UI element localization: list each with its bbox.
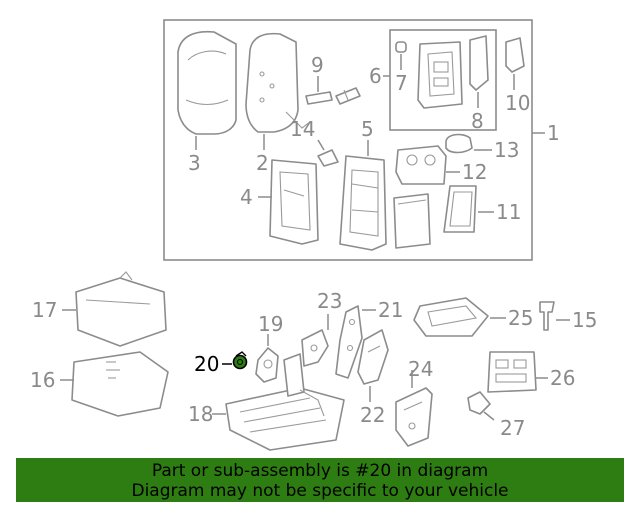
callout-label-5: 5 (361, 117, 374, 141)
callout-label-27: 27 (500, 416, 525, 440)
callout-label-18: 18 (188, 402, 213, 426)
seat-back-assembly-frame (163, 19, 533, 261)
callout-label-25: 25 (508, 306, 533, 330)
part-5-console-frame[interactable] (339, 155, 387, 251)
callout-label-22: 22 (360, 403, 385, 427)
callout-label-6: 6 (369, 64, 382, 88)
part-6-control-panel[interactable] (417, 41, 463, 109)
callout-label-1: 1 (547, 121, 560, 145)
part-15-sensor[interactable] (539, 301, 555, 331)
info-banner: Part or sub-assembly is #20 in diagram D… (16, 458, 624, 502)
part-4-seat-back-frame[interactable] (269, 159, 319, 245)
part-25-tray[interactable] (413, 297, 489, 337)
callout-label-24: 24 (408, 357, 433, 381)
part-8-trim-strip[interactable] (469, 35, 489, 91)
callout-label-8: 8 (471, 109, 484, 133)
callout-label-26: 26 (550, 366, 575, 390)
part-10-end-cap[interactable] (505, 37, 525, 73)
callout-label-10: 10 (505, 91, 530, 115)
callout-label-19: 19 (258, 312, 283, 336)
callout-label-23: 23 (317, 289, 342, 313)
part-9-bracket[interactable] (335, 87, 361, 105)
part-18-seat-frame[interactable] (225, 353, 345, 451)
callout-label-2: 2 (256, 151, 269, 175)
part-20-highlighted-fastener[interactable] (232, 351, 248, 370)
part-11-mat[interactable] (443, 185, 477, 233)
banner-line-part: Part or sub-assembly is #20 in diagram (151, 461, 489, 481)
callout-label-16: 16 (30, 368, 55, 392)
part-13-cup-holder[interactable] (445, 133, 473, 154)
callout-label-21: 21 (378, 298, 403, 322)
part-2-seat-back-cover[interactable] (245, 32, 311, 133)
banner-line-disclaimer: Diagram may not be specific to your vehi… (131, 481, 509, 501)
part-24-shield-panel[interactable] (395, 387, 433, 447)
callout-label-7: 7 (395, 71, 408, 95)
part-17-seat-cushion-pad[interactable] (75, 271, 167, 347)
part-9-trim-panel[interactable] (305, 91, 333, 105)
callout-label-12: 12 (462, 160, 487, 184)
callout-label-3: 3 (188, 151, 201, 175)
part-7-knob[interactable] (395, 41, 407, 53)
callout-label-13: 13 (494, 138, 519, 162)
part-22-trim-cover[interactable] (357, 329, 389, 385)
callout-label-20[interactable]: 20 (194, 352, 219, 376)
callout-label-4: 4 (240, 185, 253, 209)
callout-label-11: 11 (496, 200, 521, 224)
part-26-switch-panel[interactable] (487, 351, 537, 393)
part-23-side-shield[interactable] (301, 329, 329, 367)
callout-label-14: 14 (290, 117, 315, 141)
part-16-seat-cushion-cover[interactable] (71, 351, 169, 417)
part-19-bracket[interactable] (255, 347, 279, 383)
callout-label-17: 17 (32, 298, 57, 322)
part-14-clip[interactable] (317, 149, 339, 167)
part-21-rail-bracket[interactable] (335, 305, 363, 379)
part-12-console-lid[interactable] (395, 145, 447, 185)
part-27-cap[interactable] (467, 391, 491, 415)
part-12-storage-bin[interactable] (393, 193, 431, 249)
sub-assembly-frame (389, 29, 497, 131)
part-3-seat-back-pad[interactable] (177, 30, 237, 135)
callout-label-9: 9 (311, 53, 324, 77)
callout-label-15: 15 (572, 308, 597, 332)
